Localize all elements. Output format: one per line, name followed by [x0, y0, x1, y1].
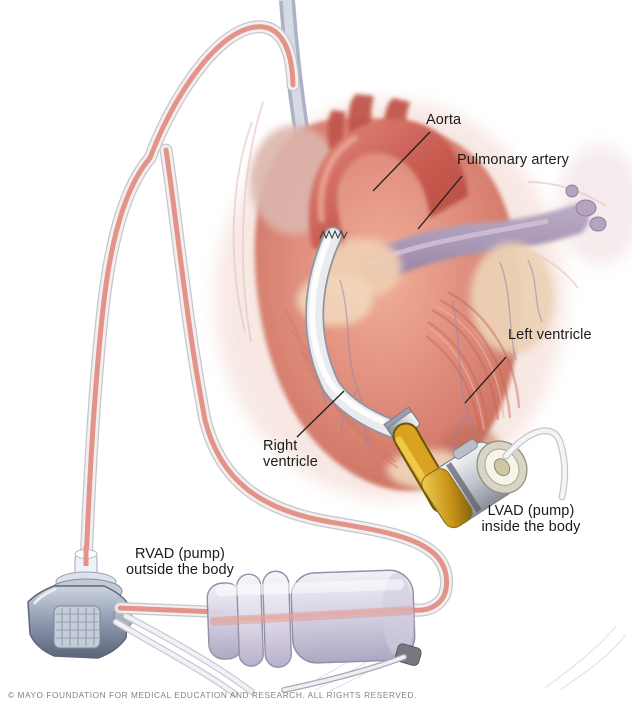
rvad-cables: [112, 612, 256, 698]
label-pulmonary-artery: Pulmonary artery: [457, 152, 569, 168]
label-right-ventricle-line2: ventricle: [263, 454, 318, 470]
leader-left-ventricle: [464, 356, 507, 404]
pump-power-cable: [281, 654, 407, 693]
label-right-ventricle: Right ventricle: [263, 438, 318, 470]
label-lvad-line2: inside the body: [481, 519, 581, 535]
label-lvad: LVAD (pump) inside the body: [450, 503, 612, 535]
external-tubes: [79, 20, 454, 617]
lvad-pump: [421, 439, 528, 529]
copyright-notice: © MAYO FOUNDATION FOR MEDICAL EDUCATION …: [8, 690, 417, 700]
leader-aorta: [372, 131, 431, 192]
label-rvad: RVAD (pump) outside the body: [99, 546, 261, 578]
label-left-ventricle: Left ventricle: [508, 327, 592, 343]
suture-stitches: [319, 229, 348, 240]
heart-cannula: [305, 226, 406, 440]
leader-right-ventricle: [296, 390, 345, 438]
label-rvad-line2: outside the body: [125, 562, 234, 578]
external-pump-cylinder: [206, 569, 422, 668]
label-right-ventricle-line1: Right: [263, 438, 298, 454]
leader-pulmonary-artery: [417, 175, 463, 230]
label-rvad-line1: RVAD (pump): [134, 546, 225, 562]
leader-lines: [296, 131, 507, 438]
heart: [232, 94, 607, 491]
aorta-shape: [308, 119, 468, 252]
rvad-outflow-tube: [114, 602, 224, 618]
lvad-driveline: [502, 427, 569, 501]
label-aorta: Aorta: [426, 112, 462, 128]
rvad-pump: [27, 546, 133, 659]
label-lvad-line1: LVAD (pump): [487, 503, 575, 519]
